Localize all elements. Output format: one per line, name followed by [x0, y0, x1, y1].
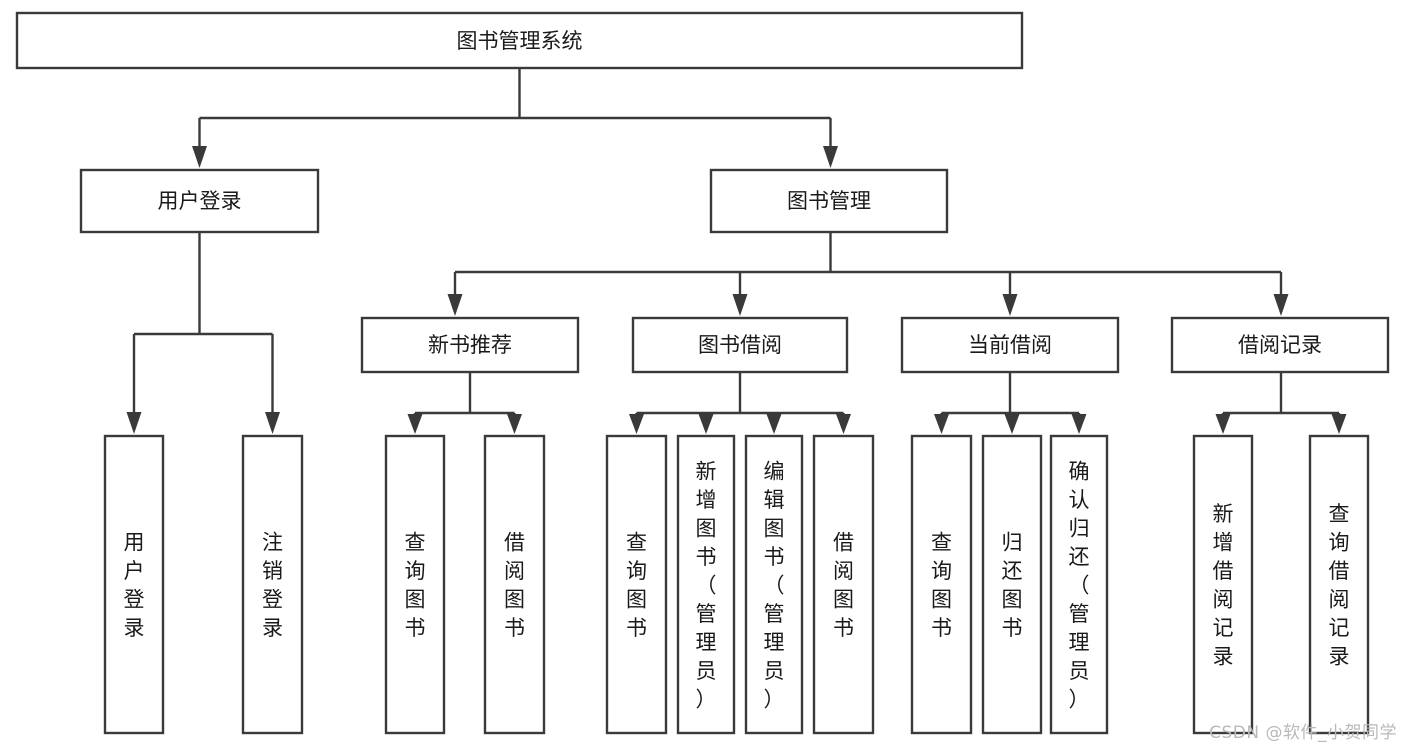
node-new-book-recommend-box[interactable] — [360, 316, 580, 374]
arrow-head-br-leaf-2 — [1331, 414, 1347, 434]
node-root-label: 图书管理系统 — [457, 29, 583, 53]
node-leaf-confirm-return-admin-box[interactable] — [1049, 434, 1109, 735]
node-new-book-recommend[interactable]: 新书推荐 — [360, 316, 580, 374]
node-leaf-add-borrow-record-label: 新增借阅记录 — [1213, 502, 1234, 669]
node-user-login[interactable]: 用户登录 — [79, 168, 320, 234]
node-leaf-query-book-bb-label: 查询图书 — [626, 531, 647, 641]
node-leaf-add-borrow-record-box[interactable] — [1192, 434, 1254, 735]
node-leaf-borrow-book-nbr[interactable]: 借阅图书 — [483, 434, 546, 735]
node-leaf-query-book-nbr-label: 查询图书 — [405, 531, 426, 641]
node-leaf-edit-book-admin[interactable]: 编辑图书（管理员） — [744, 434, 804, 735]
node-leaf-add-borrow-record[interactable]: 新增借阅记录 — [1192, 434, 1254, 735]
arrow-head-bb-leaf-4 — [836, 414, 851, 434]
arrow-head-cb-leaf-2 — [1004, 414, 1020, 434]
node-current-borrow-label: 当前借阅 — [968, 333, 1052, 357]
node-new-book-recommend-label: 新书推荐 — [428, 333, 512, 357]
node-leaf-borrow-book-bb-box[interactable] — [812, 434, 875, 735]
connector-group-current-borrow — [934, 372, 1087, 434]
arrow-head-bb-leaf-1 — [629, 414, 644, 434]
arrow-head-cb-leaf-3 — [1071, 414, 1087, 434]
node-book-borrow-box[interactable] — [631, 316, 849, 374]
node-book-management-box[interactable] — [709, 168, 949, 234]
arrow-head-new-book-rec — [447, 294, 463, 316]
node-leaf-query-borrow-record-box[interactable] — [1308, 434, 1370, 735]
node-book-management-label: 图书管理 — [787, 189, 871, 213]
connector-group-book-borrow — [629, 372, 851, 434]
node-leaf-add-book-admin-box[interactable] — [676, 434, 736, 735]
node-leaf-query-book-nbr-box[interactable] — [384, 434, 446, 735]
node-book-borrow[interactable]: 图书借阅 — [631, 316, 849, 374]
node-book-borrow-label: 图书借阅 — [698, 333, 782, 357]
node-borrow-record-label: 借阅记录 — [1238, 333, 1322, 357]
arrow-head-br-leaf-1 — [1215, 414, 1231, 434]
connector-group-book-mgmt — [447, 232, 1289, 316]
node-leaf-query-borrow-record-label: 查询借阅记录 — [1329, 502, 1350, 669]
node-leaf-return-book[interactable]: 归还图书 — [981, 434, 1043, 735]
node-leaf-query-book-cb-box[interactable] — [910, 434, 973, 735]
arrow-head-book-borrow — [732, 294, 748, 316]
node-leaf-borrow-book-bb[interactable]: 借阅图书 — [812, 434, 875, 735]
node-leaf-logout[interactable]: 注销登录 — [241, 434, 304, 735]
node-leaf-add-book-admin-label: 新增图书（管理员） — [696, 459, 717, 711]
arrow-head-borrow-record — [1273, 294, 1289, 316]
arrow-head-user-login — [192, 146, 207, 168]
csdn-watermark: CSDN @软件_小贺同学 — [1209, 723, 1397, 743]
node-leaf-query-book-bb[interactable]: 查询图书 — [605, 434, 668, 735]
node-book-management[interactable]: 图书管理 — [709, 168, 949, 234]
connector-group-borrow-record — [1215, 372, 1347, 434]
node-root-system[interactable]: 图书管理系统 — [15, 11, 1024, 70]
arrow-head-book-mgmt — [823, 146, 838, 168]
node-user-login-box[interactable] — [79, 168, 320, 234]
node-leaf-edit-book-admin-label: 编辑图书（管理员） — [764, 459, 785, 711]
node-root-box[interactable] — [15, 11, 1024, 70]
node-borrow-record-box[interactable] — [1170, 316, 1390, 374]
node-current-borrow[interactable]: 当前借阅 — [900, 316, 1120, 374]
node-leaf-logout-box[interactable] — [241, 434, 304, 735]
arrow-head-cb-leaf-1 — [934, 414, 949, 434]
node-leaf-user-login-box[interactable] — [103, 434, 165, 735]
arrow-head-leaf-logout — [265, 412, 280, 434]
node-user-login-label: 用户登录 — [158, 189, 242, 213]
connector-group-new-book-rec — [407, 372, 522, 434]
node-leaf-return-book-box[interactable] — [981, 434, 1043, 735]
node-leaf-query-book-nbr[interactable]: 查询图书 — [384, 434, 446, 735]
node-leaf-user-login-label: 用户登录 — [124, 531, 145, 641]
node-leaf-add-book-admin[interactable]: 新增图书（管理员） — [676, 434, 736, 735]
node-leaf-query-book-bb-box[interactable] — [605, 434, 668, 735]
node-leaf-borrow-book-bb-label: 借阅图书 — [833, 531, 854, 641]
node-leaf-query-book-cb[interactable]: 查询图书 — [910, 434, 973, 735]
arrow-head-bb-leaf-2 — [698, 414, 714, 434]
arrow-head-leaf-user-login — [126, 412, 142, 434]
arrow-head-current-borrow — [1002, 294, 1018, 316]
node-borrow-record[interactable]: 借阅记录 — [1170, 316, 1390, 374]
connector-group-root — [192, 68, 838, 168]
node-leaf-borrow-book-nbr-box[interactable] — [483, 434, 546, 735]
node-leaf-confirm-return-admin-label: 确认归还（管理员） — [1069, 459, 1090, 711]
arrow-head-bb-leaf-3 — [766, 414, 782, 434]
arrow-head-nbr-leaf-2 — [507, 414, 522, 434]
node-leaf-return-book-label: 归还图书 — [1002, 531, 1023, 641]
arrow-head-nbr-leaf-1 — [407, 414, 423, 434]
connector-group-user-login — [126, 232, 280, 434]
node-leaf-logout-label: 注销登录 — [262, 531, 283, 641]
node-current-borrow-box[interactable] — [900, 316, 1120, 374]
node-leaf-user-login[interactable]: 用户登录 — [103, 434, 165, 735]
node-leaf-edit-book-admin-box[interactable] — [744, 434, 804, 735]
node-leaf-borrow-book-nbr-label: 借阅图书 — [504, 531, 525, 641]
node-leaf-query-book-cb-label: 查询图书 — [931, 531, 952, 641]
node-leaf-query-borrow-record[interactable]: 查询借阅记录 — [1308, 434, 1370, 735]
node-leaf-confirm-return-admin[interactable]: 确认归还（管理员） — [1049, 434, 1109, 735]
